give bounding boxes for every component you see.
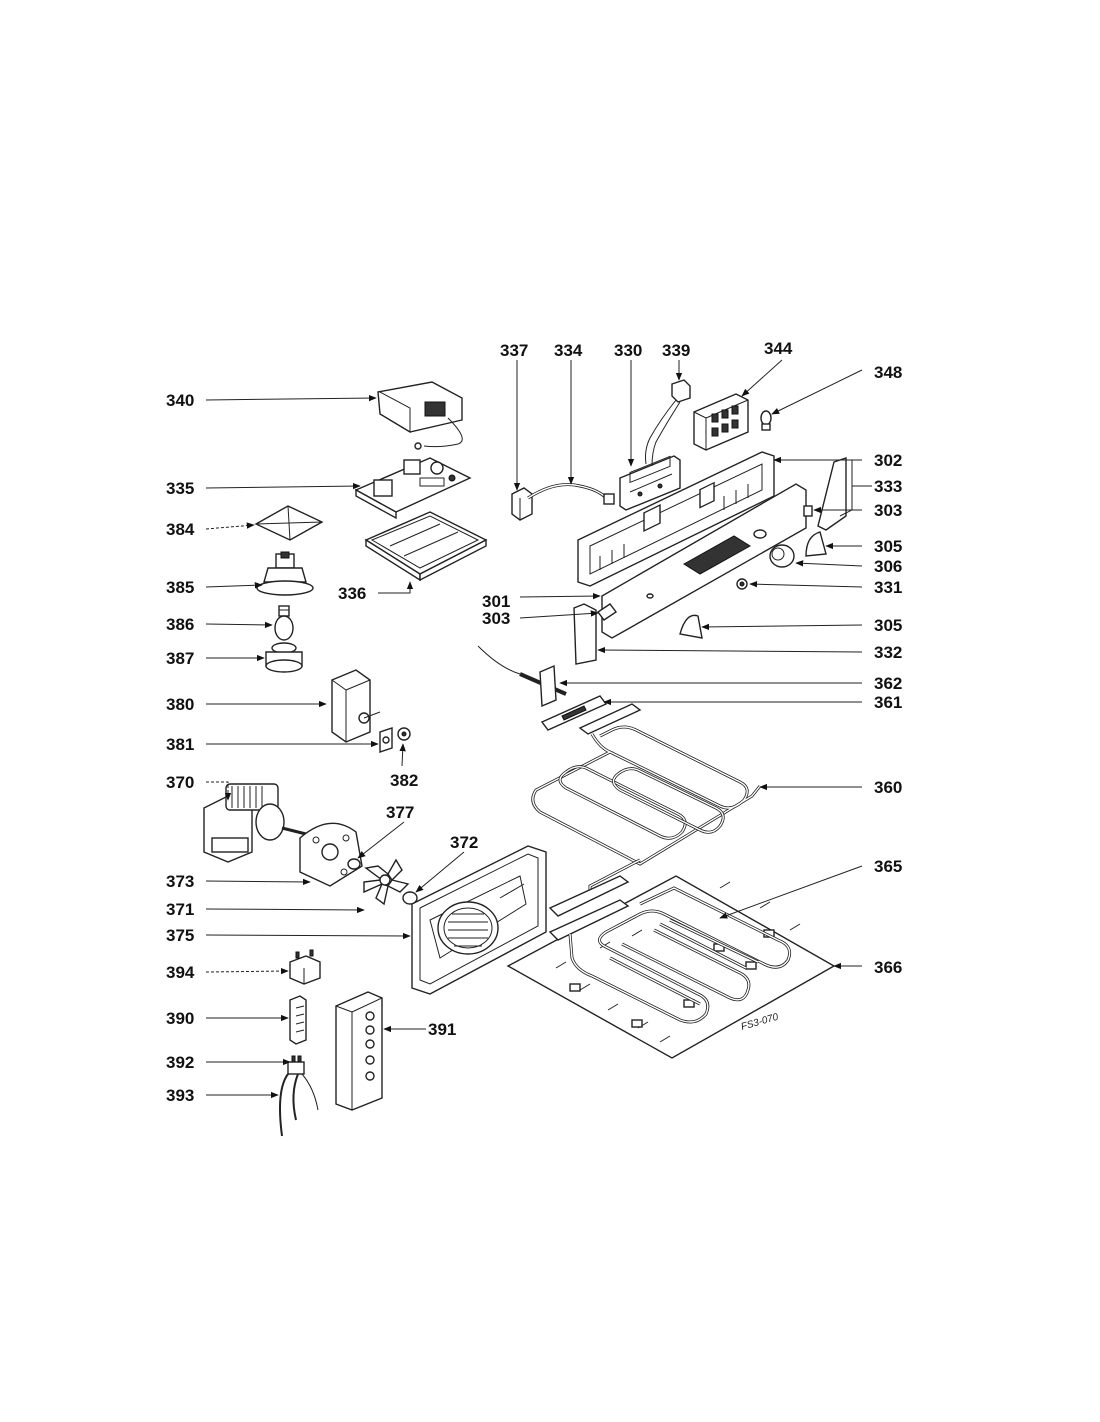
part-373-fan-plate <box>299 822 363 887</box>
part-337-connector <box>511 487 533 521</box>
callout-330: 330 <box>614 341 642 360</box>
part-387-lamp-base <box>265 642 303 673</box>
part-360-heating-element <box>531 703 762 896</box>
part-365-lower-element <box>548 875 792 1024</box>
callout-391: 391 <box>428 1020 456 1039</box>
part-392-connector <box>287 1055 305 1075</box>
part-386-lamp-bulb <box>274 605 294 641</box>
part-330-control-board <box>619 455 681 511</box>
part-391-bracket-assembly <box>335 991 383 1111</box>
part-333-side-trim <box>817 457 847 531</box>
part-335-circuit-board <box>354 457 472 520</box>
part-306-knob <box>769 544 795 568</box>
part-380-motor <box>331 669 381 743</box>
callout-340: 340 <box>166 391 194 410</box>
callout-386: 386 <box>166 615 194 634</box>
part-340-module <box>377 381 463 450</box>
callout-392: 392 <box>166 1053 194 1072</box>
part-334-wire-harness <box>527 483 615 505</box>
callout-394: 394 <box>166 963 195 982</box>
part-348-indicator-lamp <box>760 410 772 431</box>
part-390-terminal-block <box>289 995 307 1045</box>
part-393-cable <box>279 1073 319 1137</box>
part-375-fan-cover <box>411 845 547 995</box>
callout-390: 390 <box>166 1009 194 1028</box>
part-371-fan-blade <box>363 858 410 906</box>
part-394-relay <box>289 949 321 985</box>
callout-393: 393 <box>166 1086 194 1105</box>
part-331-nut <box>736 578 748 590</box>
callout-361: 361 <box>874 693 902 712</box>
callout-381: 381 <box>166 735 194 754</box>
part-385-lamp-holder <box>256 551 314 596</box>
callout-348: 348 <box>874 363 902 382</box>
callout-303-upper: 303 <box>874 501 902 520</box>
part-362-sensor <box>477 645 567 708</box>
callout-387: 387 <box>166 649 194 668</box>
callout-305-lower: 305 <box>874 616 902 635</box>
callout-365: 365 <box>874 857 902 876</box>
callout-303-lower: 303 <box>482 609 510 628</box>
callout-370: 370 <box>166 773 194 792</box>
part-336-tray <box>364 511 488 582</box>
callout-333: 333 <box>874 477 902 496</box>
callout-380: 380 <box>166 695 194 714</box>
part-372-nut <box>402 891 418 905</box>
callout-344: 344 <box>764 339 793 358</box>
callout-366: 366 <box>874 958 902 977</box>
part-305-knob-upper <box>805 531 827 557</box>
part-382-cap <box>397 727 411 741</box>
callout-362: 362 <box>874 674 902 693</box>
part-377-nut <box>347 858 361 870</box>
callout-labels: 337 334 330 339 344 348 340 335 384 336 … <box>166 339 902 1105</box>
callout-302: 302 <box>874 451 902 470</box>
part-305-knob-lower <box>679 614 703 639</box>
part-332-side-trim <box>573 603 597 665</box>
part-370-fan-motor <box>203 783 331 863</box>
callout-375: 375 <box>166 926 194 945</box>
callout-377: 377 <box>386 803 414 822</box>
callout-334: 334 <box>554 341 583 360</box>
callout-301: 301 <box>482 592 510 611</box>
callout-371: 371 <box>166 900 194 919</box>
callout-331: 331 <box>874 578 902 597</box>
part-381-bracket <box>379 727 393 753</box>
callout-335: 335 <box>166 479 194 498</box>
callout-337: 337 <box>500 341 528 360</box>
part-339-connector <box>645 379 691 467</box>
callout-373: 373 <box>166 872 194 891</box>
callout-339: 339 <box>662 341 690 360</box>
part-384-lamp-cover <box>254 505 324 541</box>
part-344-switch-block <box>693 393 749 451</box>
callout-332: 332 <box>874 643 902 662</box>
callout-372: 372 <box>450 833 478 852</box>
callout-360: 360 <box>874 778 902 797</box>
callout-305-upper: 305 <box>874 537 902 556</box>
callout-384: 384 <box>166 520 195 539</box>
callout-385: 385 <box>166 578 194 597</box>
callout-306: 306 <box>874 557 902 576</box>
leader-lines <box>205 359 872 1099</box>
part-301-front-panel <box>601 483 807 639</box>
part-303-clip-lower <box>596 603 618 621</box>
callout-382: 382 <box>390 771 418 790</box>
part-302-control-panel <box>577 451 775 587</box>
callout-336: 336 <box>338 584 366 603</box>
part-303-clip-upper <box>803 505 813 517</box>
